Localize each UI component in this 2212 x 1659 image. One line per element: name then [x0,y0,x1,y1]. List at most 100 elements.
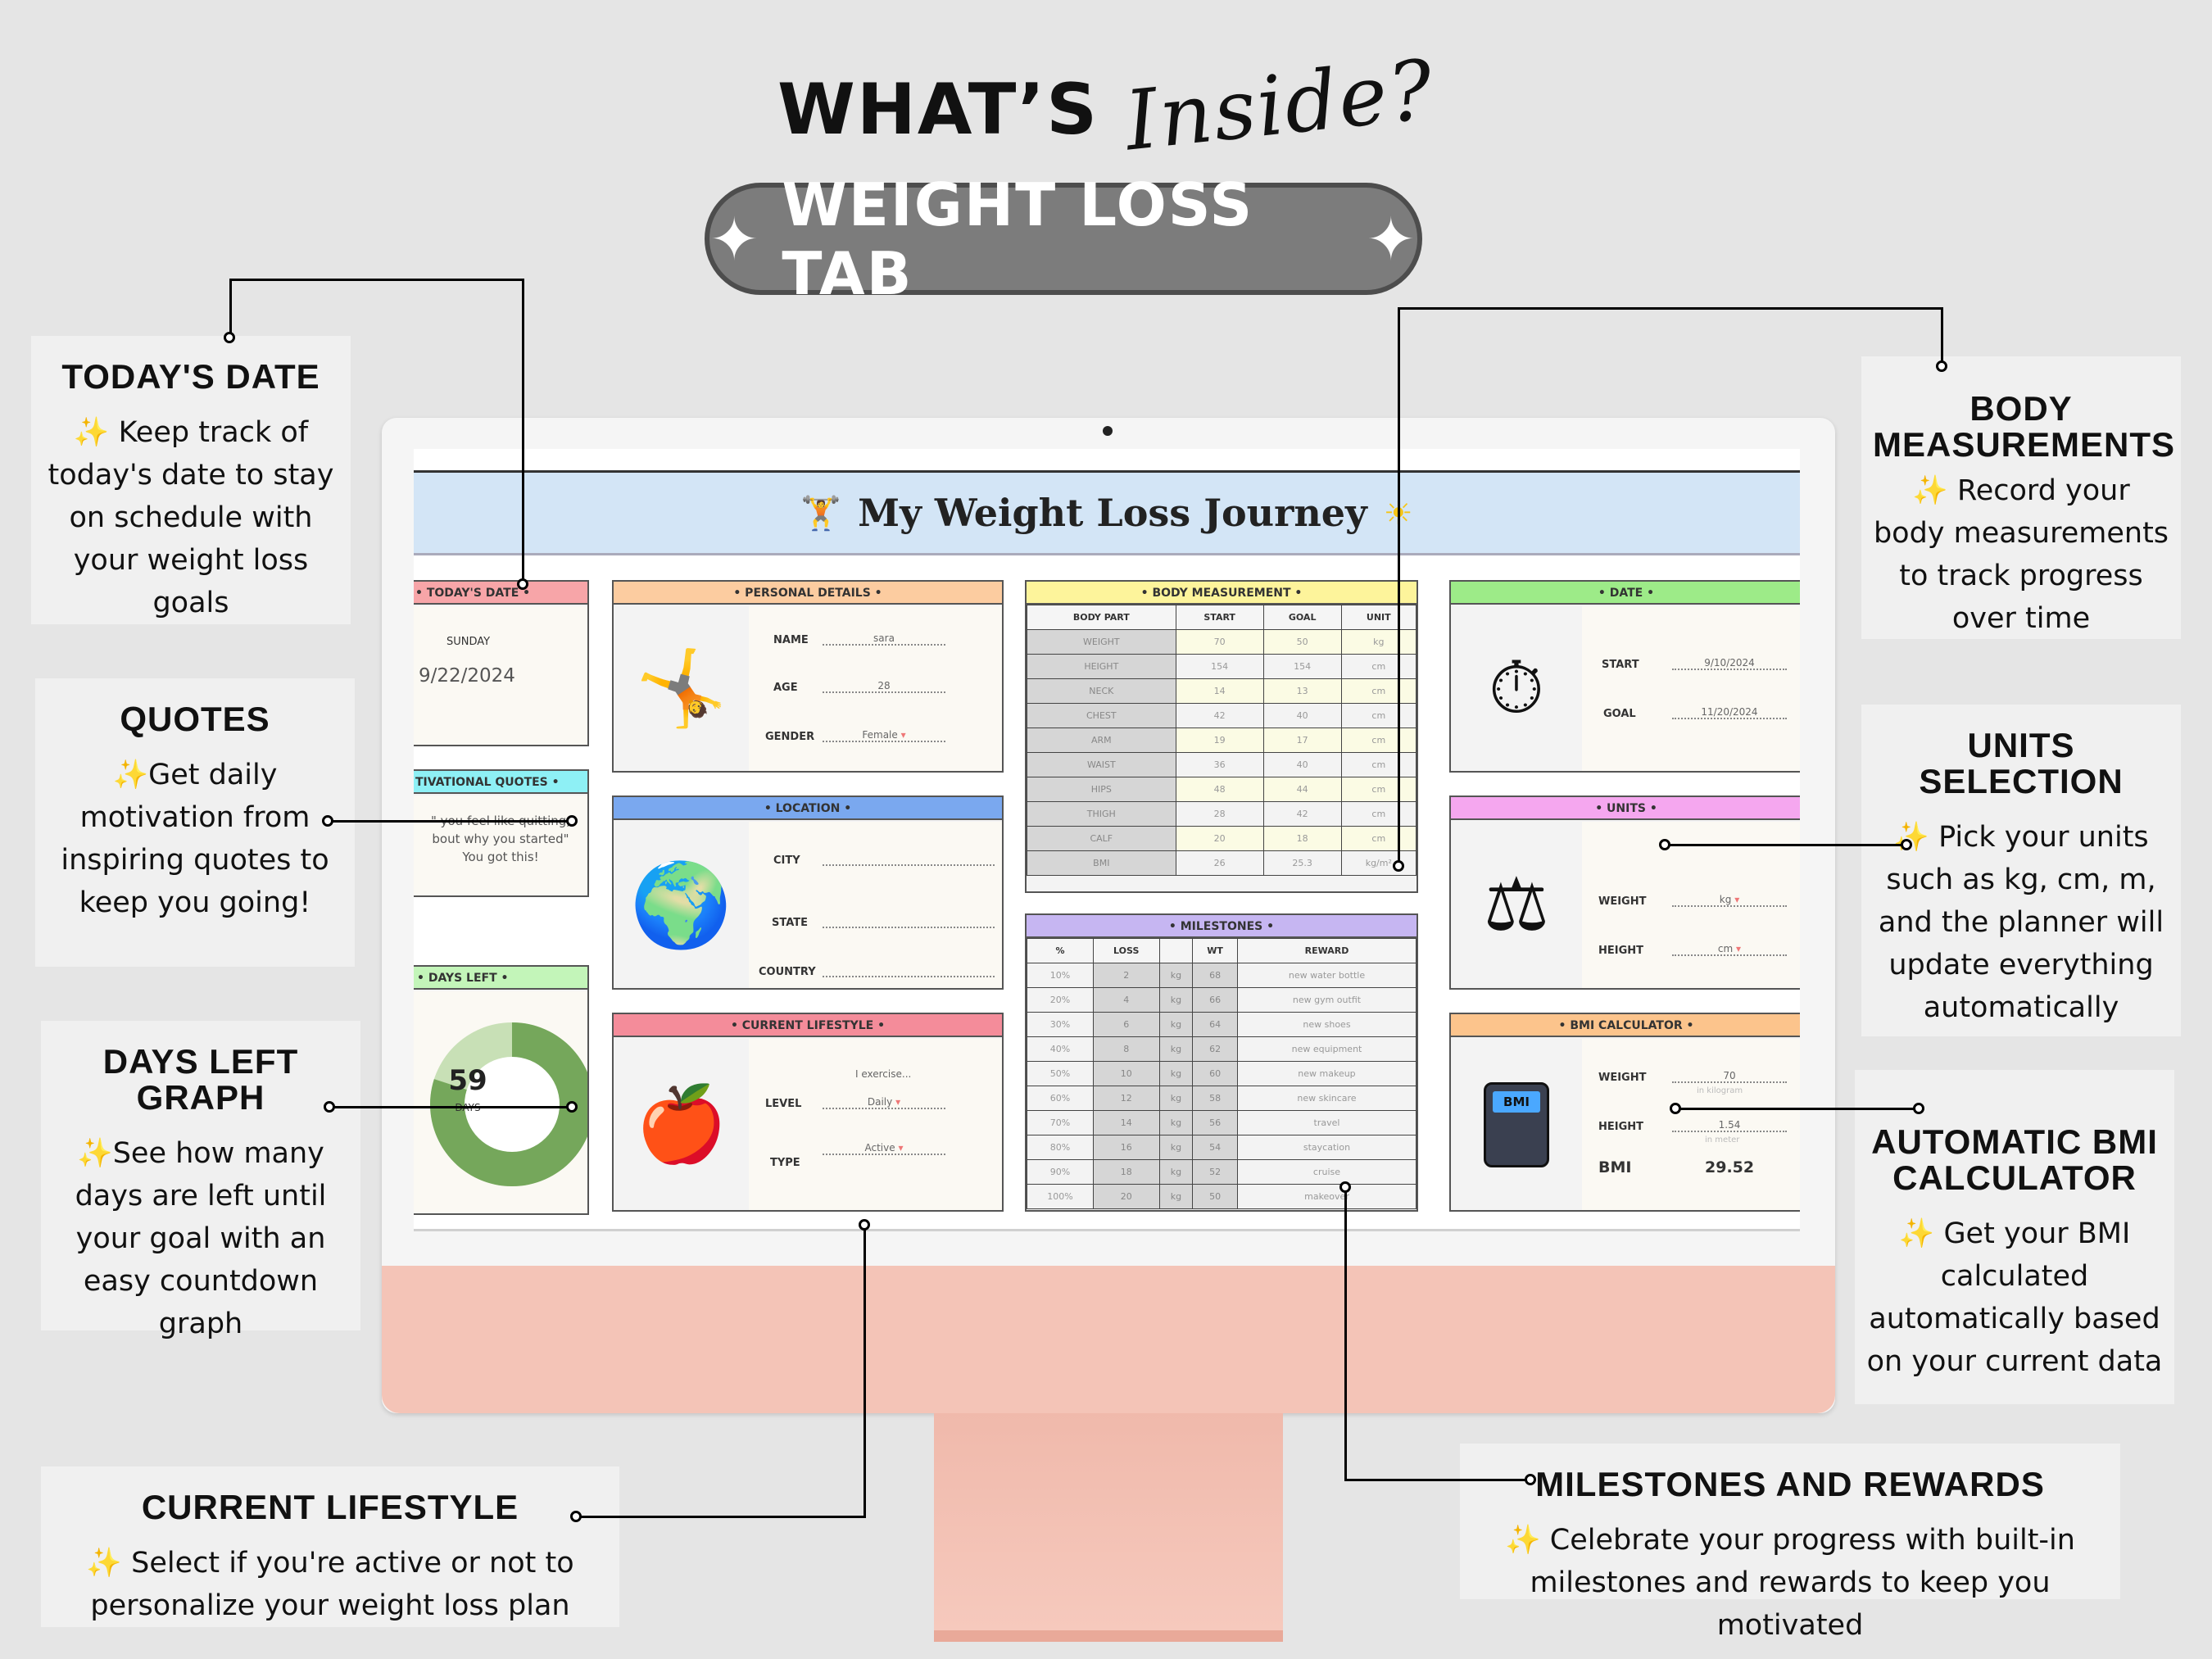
table-cell[interactable]: 40 [1262,752,1342,777]
height-unit-dropdown[interactable]: cm ▾ [1672,943,1787,956]
table-cell[interactable]: new shoes [1236,1012,1417,1037]
name-field[interactable]: sara [823,632,945,646]
table-cell[interactable]: 28 [1175,801,1264,827]
table-cell[interactable]: 10 [1092,1061,1160,1086]
table-cell[interactable]: 16 [1092,1135,1160,1160]
table-cell[interactable]: 44 [1262,777,1342,802]
table-cell[interactable]: 50 [1192,1184,1238,1209]
table-cell[interactable]: 70 [1175,629,1264,655]
table-cell[interactable]: 62 [1192,1036,1238,1062]
sparkles-icon: ✨ [1505,1524,1541,1557]
table-cell[interactable]: 42 [1175,703,1264,728]
table-cell[interactable]: makeover [1236,1184,1417,1209]
goal-date-field[interactable]: 11/20/2024 [1672,706,1787,719]
city-label: CITY [773,854,800,867]
age-field[interactable]: 28 [823,680,945,693]
state-field[interactable] [823,915,995,928]
table-cell[interactable]: new water bottle [1236,963,1417,988]
table-cell[interactable]: 56 [1192,1110,1238,1135]
table-cell[interactable]: cm [1340,752,1417,777]
table-cell[interactable]: 6 [1092,1012,1160,1037]
table-cell[interactable]: 20 [1175,826,1264,851]
table-cell[interactable]: 36 [1175,752,1264,777]
table-cell[interactable]: 17 [1262,728,1342,753]
table-cell[interactable]: cruise [1236,1159,1417,1185]
table-cell[interactable]: 8 [1092,1036,1160,1062]
table-cell[interactable]: 2 [1092,963,1160,988]
table-cell[interactable]: cm [1340,703,1417,728]
table-cell[interactable]: 50 [1262,629,1342,655]
bmi-weight-field[interactable]: 70 [1672,1070,1787,1083]
table-cell[interactable]: cm [1340,801,1417,827]
table-cell[interactable]: 48 [1175,777,1264,802]
table-cell[interactable]: 54 [1192,1135,1238,1160]
bmi-height-label: HEIGHT [1598,1121,1644,1133]
bmi-weight-hint: in kilogram [1697,1086,1743,1095]
table-cell: BMI [1027,850,1176,876]
table-cell[interactable]: kg [1158,1135,1194,1160]
table-cell[interactable]: kg [1158,1012,1194,1037]
table-cell[interactable]: 42 [1262,801,1342,827]
table-cell[interactable]: kg [1158,1036,1194,1062]
table-cell[interactable]: 58 [1192,1086,1238,1111]
spreadsheet-screen: 🏋 My Weight Loss Journey ☀ • TODAY'S DAT… [414,449,1800,1231]
connector-line [1675,1108,1921,1110]
table-cell: 40% [1027,1036,1094,1062]
table-cell[interactable]: 14 [1092,1110,1160,1135]
table-cell[interactable]: kg [1158,1061,1194,1086]
table-cell[interactable]: kg [1158,1086,1194,1111]
callout-text: Get your BMI calculated automatically ba… [1866,1217,2163,1379]
table-cell[interactable]: kg [1340,629,1417,655]
bmi-height-field[interactable]: 1.54 [1672,1119,1787,1132]
callout-text: Pick your units such as kg, cm, m, and t… [1878,821,2164,1025]
type-dropdown[interactable]: Active ▾ [823,1142,945,1155]
table-cell[interactable]: 68 [1192,963,1238,988]
table-cell[interactable]: 52 [1192,1159,1238,1185]
country-field[interactable] [823,964,995,977]
table-cell[interactable]: kg [1158,1159,1194,1185]
table-cell[interactable]: kg [1158,1110,1194,1135]
table-cell[interactable]: cm [1340,678,1417,704]
table-cell[interactable]: 26 [1175,850,1264,876]
table-cell[interactable]: new equipment [1236,1036,1417,1062]
table-cell[interactable]: kg [1158,987,1194,1013]
table-cell[interactable]: 14 [1175,678,1264,704]
connector-dot [322,815,333,827]
table-cell[interactable]: 25.3 [1262,850,1342,876]
table-cell[interactable]: new gym outfit [1236,987,1417,1013]
table-cell[interactable]: 154 [1175,654,1264,679]
table-cell[interactable]: 18 [1262,826,1342,851]
gender-dropdown[interactable]: Female ▾ [823,729,945,742]
level-dropdown[interactable]: Daily ▾ [823,1096,945,1109]
table-cell[interactable]: 66 [1192,987,1238,1013]
city-field[interactable] [823,853,995,866]
connector-line [1344,1479,1530,1481]
column-header: GOAL [1262,605,1342,630]
table-cell[interactable]: 12 [1092,1086,1160,1111]
table-cell[interactable]: new makeup [1236,1061,1417,1086]
table-cell[interactable]: 18 [1092,1159,1160,1185]
table-cell[interactable]: cm [1340,826,1417,851]
table-cell[interactable]: 4 [1092,987,1160,1013]
table-cell[interactable]: cm [1340,728,1417,753]
table-cell[interactable]: kg/m² [1340,850,1417,876]
weight-unit-dropdown[interactable]: kg ▾ [1672,894,1787,907]
table-cell[interactable]: 154 [1262,654,1342,679]
start-date-field[interactable]: 9/10/2024 [1672,657,1787,670]
table-cell[interactable]: staycation [1236,1135,1417,1160]
table-cell[interactable]: new skincare [1236,1086,1417,1111]
table-cell[interactable]: 13 [1262,678,1342,704]
table-cell[interactable]: 19 [1175,728,1264,753]
table-cell[interactable]: travel [1236,1110,1417,1135]
table-cell[interactable]: 40 [1262,703,1342,728]
table-cell[interactable]: cm [1340,777,1417,802]
table-cell[interactable]: kg [1158,963,1194,988]
table-cell[interactable]: 60 [1192,1061,1238,1086]
table-cell[interactable]: kg [1158,1184,1194,1209]
table-cell: 60% [1027,1086,1094,1111]
table-cell[interactable]: 20 [1092,1184,1160,1209]
table-cell[interactable]: cm [1340,654,1417,679]
table-cell[interactable]: 64 [1192,1012,1238,1037]
